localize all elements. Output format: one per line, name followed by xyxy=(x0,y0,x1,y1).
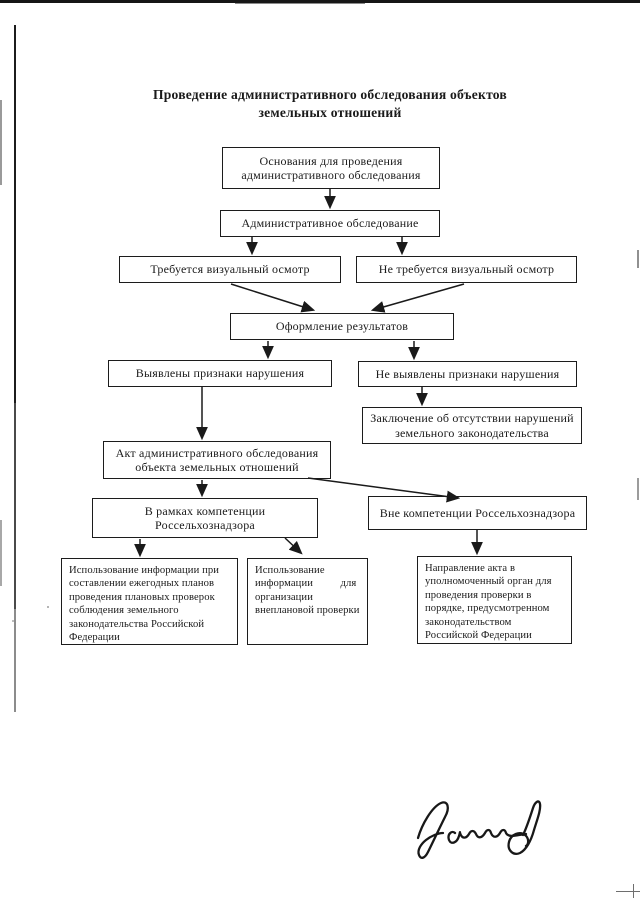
flow-node-label: Использование информации при составлении… xyxy=(69,565,220,644)
page-title: Проведение административного обследовани… xyxy=(153,87,507,120)
scan-corner-mark-h xyxy=(616,891,640,893)
flow-node-label: Использование информации для организации… xyxy=(255,565,360,617)
scan-corner-mark-v xyxy=(633,884,635,898)
flow-node-conclusion: Заключение об отсутствии нарушений земел… xyxy=(362,407,582,444)
flow-node-grounds: Основания для проведения административно… xyxy=(222,147,440,189)
scan-edge-top xyxy=(0,0,640,3)
scan-tick-right-2 xyxy=(637,478,639,500)
scan-speck-2 xyxy=(12,620,14,622)
flow-node-forwarding-act: Направление акта в уполномоченный орган … xyxy=(417,556,572,644)
flow-node-label: Акт административного обследования объек… xyxy=(115,445,319,475)
flow-node-signs-not-found: Не выявлены признаки нарушения xyxy=(358,361,577,387)
arrow-visual-to-results xyxy=(230,283,316,313)
scan-edge-top-shadow xyxy=(235,3,365,4)
flow-node-label: Оформление результатов xyxy=(275,319,409,334)
flow-node-visual-not-required: Не требуется визуальный осмотр xyxy=(356,256,577,283)
arrow-within-to-unscheduled xyxy=(284,537,303,555)
flow-node-annual-plans: Использование информации при составлении… xyxy=(61,558,238,645)
scan-speck-1 xyxy=(47,606,49,608)
arrow-act-to-outside xyxy=(307,477,461,503)
flow-node-admin-inspection: Административное обследование xyxy=(220,210,440,237)
flow-node-label: Административное обследование xyxy=(241,216,419,231)
flow-node-label: Требуется визуальный осмотр xyxy=(150,262,310,277)
signature-icon xyxy=(416,800,542,859)
arrow-novisual-to-results xyxy=(370,283,465,313)
flow-node-label: Основания для проведения административно… xyxy=(241,153,421,183)
flow-node-label: Направление акта в уполномоченный орган … xyxy=(425,563,552,642)
scan-line-left xyxy=(14,25,16,712)
flow-node-within-competence: В рамках компетенции Россельхознадзора xyxy=(92,498,318,538)
flow-node-outside-competence: Вне компетенции Россельхознадзора xyxy=(368,496,587,530)
scan-tick-left-2 xyxy=(0,520,2,586)
flow-node-unscheduled: Использование информации для организации… xyxy=(247,558,368,645)
scan-tick-right-1 xyxy=(637,250,639,268)
flow-node-act: Акт административного обследования объек… xyxy=(103,441,331,479)
flow-node-label: Выявлены признаки нарушения xyxy=(135,366,305,381)
flow-node-label: Не требуется визуальный осмотр xyxy=(378,262,555,277)
flow-node-label: Не выявлены признаки нарушения xyxy=(375,366,560,381)
flow-node-label: Вне компетенции Россельхознадзора xyxy=(379,505,576,520)
scan-tick-left-1 xyxy=(0,100,2,185)
flow-node-label: Заключение об отсутствии нарушений земел… xyxy=(370,411,574,440)
flow-node-results: Оформление результатов xyxy=(230,313,454,340)
flow-node-signs-found: Выявлены признаки нарушения xyxy=(108,360,332,387)
flow-node-visual-required: Требуется визуальный осмотр xyxy=(119,256,341,283)
flow-node-label: В рамках компетенции Россельхознадзора xyxy=(144,503,266,533)
